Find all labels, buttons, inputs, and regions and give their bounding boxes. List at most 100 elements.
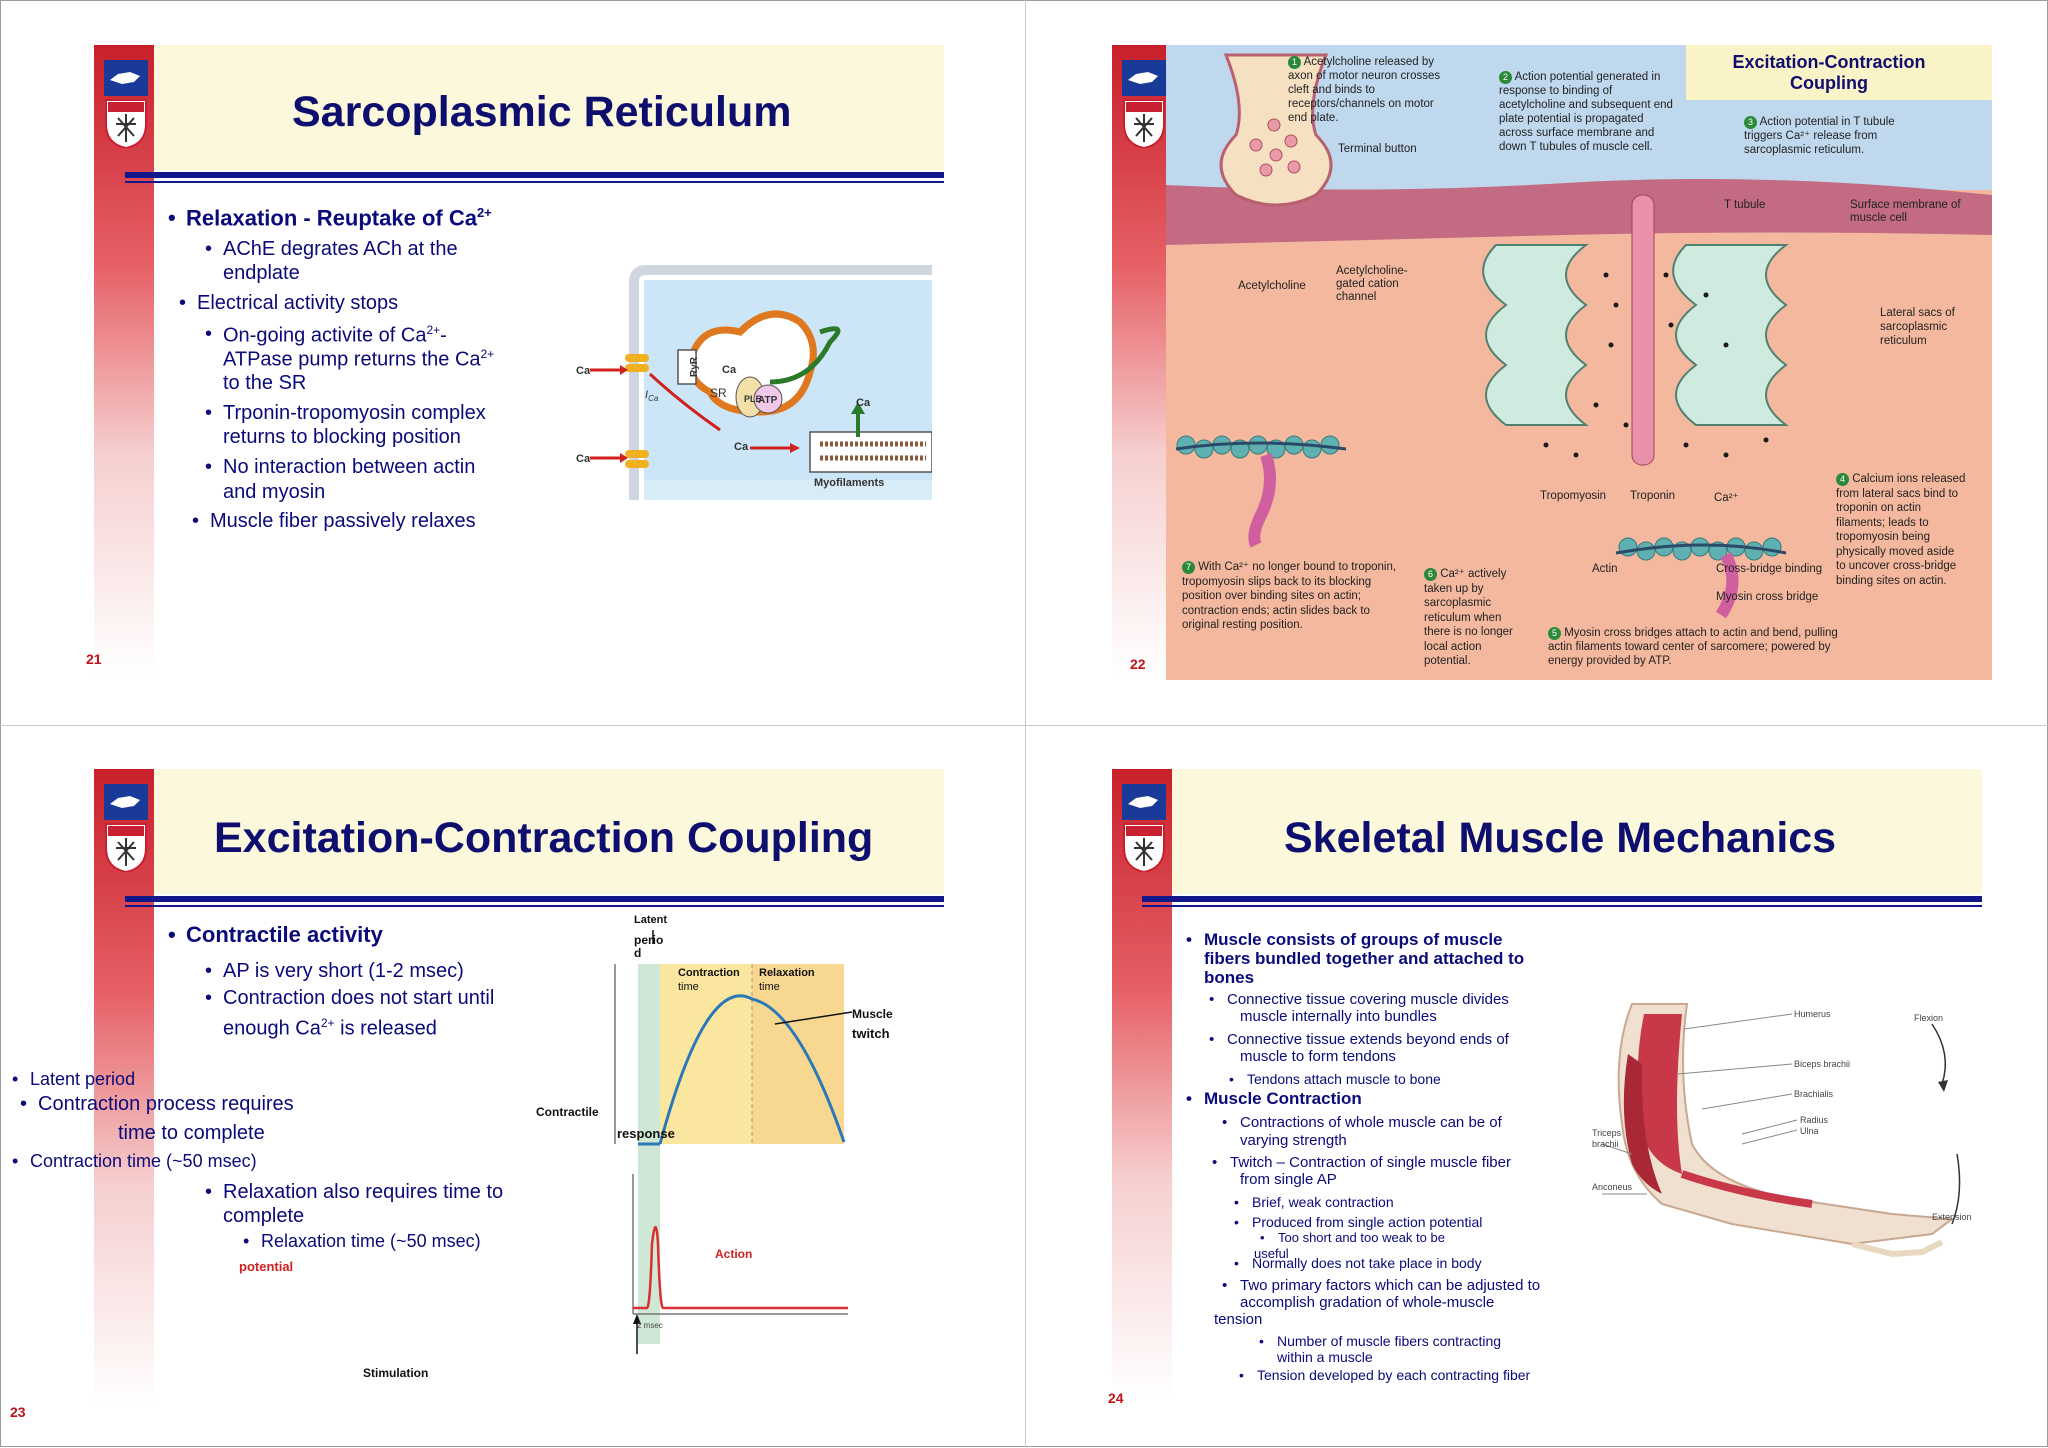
- acetylcholine-label: Acetylcholine: [1238, 280, 1306, 292]
- step-number-icon: 3: [1744, 116, 1757, 129]
- relaxation-time-band: [752, 964, 844, 1144]
- contraction-time-label: time: [678, 981, 699, 993]
- university-crest-icon: [1122, 784, 1166, 872]
- title-rule: [125, 172, 944, 178]
- bullet-text: -: [440, 324, 447, 347]
- title-rule-thin: [1142, 905, 1982, 907]
- title-banner: [154, 769, 944, 894]
- slide-22: 22 Excitation-Contraction Coupling 1 Ace…: [1024, 0, 2048, 724]
- bullet-no-interaction: No interaction between actin: [205, 456, 475, 479]
- latent-label: d: [634, 946, 641, 960]
- bullet-text: enough Ca: [223, 1017, 321, 1040]
- radius-label: Radius: [1800, 1115, 1829, 1125]
- title-rule-thin: [125, 905, 944, 907]
- step-number-icon: 4: [1836, 473, 1849, 486]
- step-5-label: 5 Myosin cross bridges attach to actin a…: [1548, 626, 1848, 668]
- step-3-label: 3 Action potential in T tubule triggers …: [1744, 115, 1909, 157]
- slide-24: Skeletal Muscle Mechanics 24 Muscle cons…: [1024, 724, 2048, 1448]
- bullet-ongoing-cont2: to the SR: [223, 372, 307, 394]
- title-banner: [154, 45, 944, 170]
- ca-label: Ca: [576, 453, 591, 465]
- myofilaments-label: Myofilaments: [814, 477, 884, 489]
- relaxation-time-label: Relaxation: [759, 967, 815, 979]
- bullet-contractions-strength-cont: varying strength: [1240, 1132, 1347, 1149]
- step-text: Myosin cross bridges attach to actin and…: [1548, 627, 1838, 667]
- msec-label: 2 msec: [637, 1321, 663, 1330]
- red-sidebar: [1112, 45, 1172, 675]
- bullet-contraction-start: Contraction does not start until: [205, 987, 494, 1010]
- ca-label: Ca²⁺: [1714, 492, 1739, 504]
- step-text: Acetylcholine released by axon of motor …: [1288, 56, 1441, 124]
- contraction-time-band: [660, 964, 752, 1144]
- superscript: 2+: [426, 323, 441, 337]
- contraction-time-label: Contraction: [678, 967, 740, 979]
- myosin-cross-bridge-label: Myosin cross bridge: [1716, 591, 1819, 603]
- bullet-two-factors-cont: accomplish gradation of whole-muscle: [1240, 1294, 1495, 1311]
- bullet-ongoing-cont: ATPase pump returns the Ca2+: [223, 347, 494, 372]
- bullet-contractions-strength: Contractions of whole muscle can be of: [1222, 1114, 1502, 1131]
- slide-title: Excitation-Contraction Coupling: [1732, 52, 1926, 93]
- title-rule: [1142, 896, 1982, 902]
- bullet-ongoing: On-going activite of Ca2+-: [205, 323, 447, 348]
- ca-label: Ca: [722, 364, 737, 376]
- relaxation-time-label: time: [759, 981, 780, 993]
- bullet-contraction-time: Contraction time (~50 msec): [12, 1151, 257, 1172]
- bullet-connective-tendons: Connective tissue extends beyond ends of: [1209, 1031, 1509, 1048]
- bullet-troponin: Trponin-tropomyosin complex: [205, 402, 486, 425]
- red-sidebar: [1112, 769, 1172, 1399]
- bullet-two-factors: Two primary factors which can be adjuste…: [1222, 1277, 1540, 1294]
- surface-membrane-label: Surface membrane of muscle cell: [1850, 199, 1961, 224]
- slide-title: Excitation-Contraction Coupling: [214, 814, 874, 862]
- bullet-text: On-going activite of Ca: [223, 324, 427, 347]
- bullet-ap-short: AP is very short (1-2 msec): [205, 960, 464, 983]
- step-1-label: 1 Acetylcholine released by axon of moto…: [1288, 55, 1448, 125]
- terminal-button-label: Terminal button: [1338, 143, 1417, 155]
- bullet-two-factors-cont2: tension: [1214, 1311, 1263, 1328]
- t-tubule-label: T tubule: [1724, 199, 1766, 211]
- bullet-electrical: Electrical activity stops: [179, 292, 398, 315]
- humerus-label: Humerus: [1794, 1009, 1831, 1019]
- bullet-process-cont: time to complete: [118, 1122, 265, 1144]
- bullet-twitch: Twitch – Contraction of single muscle fi…: [1212, 1154, 1511, 1171]
- bullet-process: Contraction process requires: [20, 1093, 294, 1116]
- bullet-twitch-cont: from single AP: [1240, 1171, 1337, 1188]
- bullet-normally: Normally does not take place in body: [1234, 1255, 1482, 1271]
- ica-label: ICa: [645, 389, 659, 403]
- latent-label: Latent: [634, 914, 667, 926]
- triceps-label: brachii: [1592, 1139, 1619, 1149]
- bullet-troponin-cont: returns to blocking position: [223, 426, 461, 448]
- sr-label: SR: [710, 386, 727, 400]
- sr-diagram: Ca Ca Ca Ca Ca RyR ICa SR PLB ATP Myofil…: [576, 265, 932, 500]
- slide-23: Excitation-Contraction Coupling 23 Contr…: [0, 724, 1024, 1448]
- flexion-label: Flexion: [1914, 1013, 1943, 1023]
- potential-label: potential: [239, 1259, 294, 1274]
- anconeus-label: Anconeus: [1592, 1182, 1633, 1192]
- bullet-connective-tendons-cont: muscle to form tendons: [1240, 1048, 1396, 1065]
- step-number-icon: 6: [1424, 568, 1437, 581]
- bullet-text: Relaxation - Reuptake of Ca: [186, 205, 477, 231]
- latent-label: perio: [634, 933, 663, 947]
- atp-label: ATP: [758, 395, 778, 406]
- step-text: Ca²⁺ actively taken up by sarcoplasmic r…: [1424, 568, 1513, 667]
- page-number: 23: [10, 1404, 26, 1420]
- tropomyosin-label: Tropomyosin: [1540, 490, 1607, 502]
- bullet-brief-weak: Brief, weak contraction: [1234, 1194, 1394, 1210]
- bullet-number-fibers-cont: within a muscle: [1277, 1349, 1373, 1365]
- step-number-icon: 2: [1499, 71, 1512, 84]
- step-6-label: 6 Ca²⁺ actively taken up by sarcoplasmic…: [1424, 567, 1529, 669]
- title-banner: [1172, 769, 1982, 894]
- extension-label: Extension: [1932, 1212, 1972, 1222]
- bullet-muscle-consists-cont2: bones: [1204, 968, 1255, 987]
- page-number: 24: [1108, 1390, 1124, 1406]
- plb-label: PLB: [744, 394, 763, 404]
- bullet-too-short: Too short and too weak to be: [1260, 1230, 1445, 1245]
- slide-title: Skeletal Muscle Mechanics: [1284, 814, 1837, 862]
- grid-divider-horizontal: [0, 725, 2048, 726]
- stimulation-label: Stimulation: [363, 1366, 429, 1380]
- bullet-muscle-consists: Muscle consists of groups of muscle: [1186, 930, 1502, 950]
- lateral-sacs-label: Lateral sacs of sarcoplasmic reticulum: [1880, 307, 1955, 347]
- slide-21: Sarcoplasmic Reticulum 21 Relaxation - R…: [0, 0, 1024, 724]
- actin-label: Actin: [1592, 563, 1618, 575]
- page-number: 21: [86, 651, 102, 667]
- grid-divider-vertical: [1025, 0, 1026, 1447]
